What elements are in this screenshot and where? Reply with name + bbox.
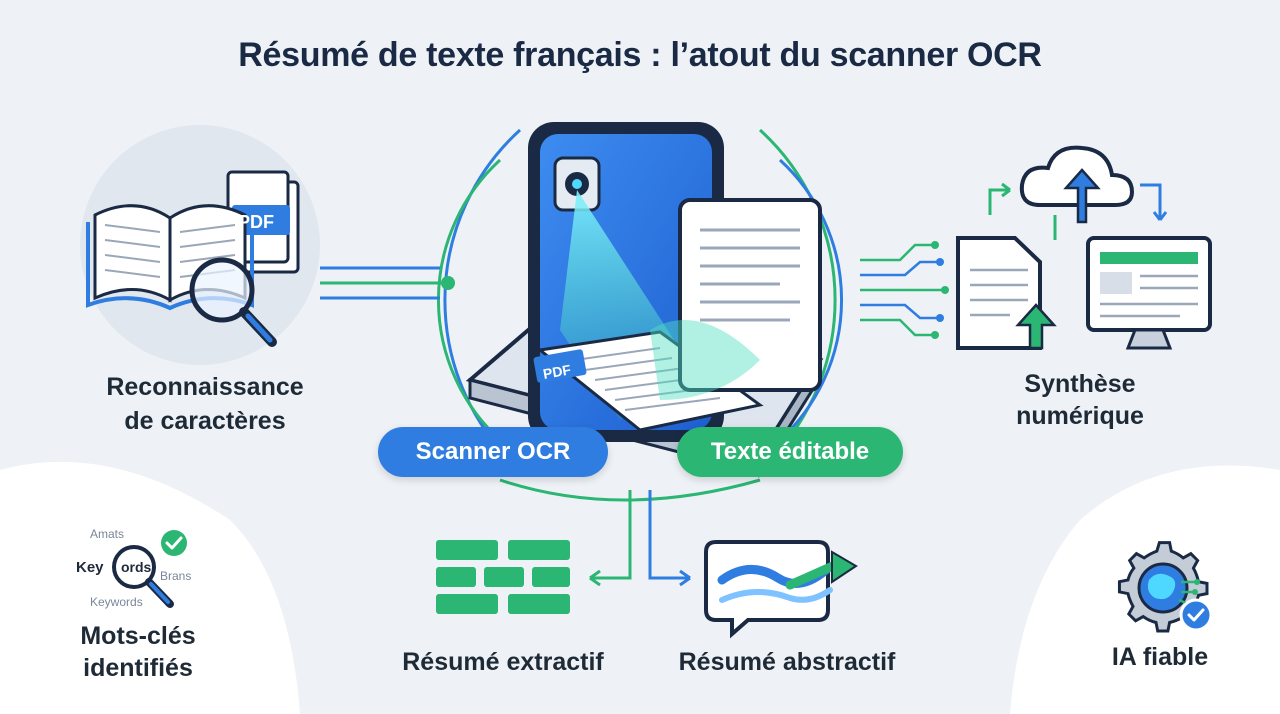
keywords-label-line1: Mots-clés [80,622,196,650]
left-label-line1: Reconnaissance [106,373,304,401]
arc-left-outer [443,128,522,472]
keyword-left: Key [76,559,104,576]
keywords-search-icon: Amats Key ords Brans Keywords [76,527,191,609]
ai-brain-gear-icon [1117,541,1213,633]
keyword-circled: ords [121,559,152,575]
left-section-label: Reconnaissance de caractères [70,370,340,438]
left-label-line2: de caractères [124,407,286,435]
right-connectors [860,241,949,339]
magnifier-icon [189,257,255,323]
ai-check-icon [1179,598,1213,632]
keyword-magnifier-icon [112,545,156,589]
keyword-right: Brans [160,569,191,583]
phone-scanner-illustration [465,122,824,479]
right-label-line2: numérique [1016,402,1144,430]
arc-bottom [499,478,761,502]
keywords-label: Mots-clés identifiés [38,620,238,684]
ai-label: IA fiable [1111,643,1209,671]
book-pdf-icon [86,170,300,347]
extractive-blocks-icon [436,540,570,614]
right-section-label: Synthèse numérique [980,368,1180,432]
scanner-ocr-pill: Scanner OCR [378,427,608,477]
extractive-label: Résumé extractif [402,648,604,676]
keywords-check-icon [161,530,187,556]
pdf-text-center: PDF [542,361,573,382]
keyword-top: Amats [90,527,124,541]
cloud-sync-icon [956,145,1212,350]
arc-right-inner [778,158,844,442]
pdf-badge-center [533,349,587,383]
left-node [441,276,455,290]
right-label-line1: Synthèse [1024,370,1136,398]
document-icon [956,236,1042,350]
abstractive-bubble-icon [704,540,858,639]
upload-arrow-icon [1063,168,1101,224]
keywords-label-line2: identifiés [83,654,193,682]
keyword-bottom: Keywords [90,595,143,609]
pdf-text-left: PDF [238,212,274,232]
left-connectors [320,266,455,300]
abstractive-label: Résumé abstractif [678,648,896,676]
editable-text-pill: Texte éditable [677,427,903,477]
page-title: Résumé de texte français : l’atout du sc… [238,36,1042,74]
bottom-connectors [589,490,691,587]
arc-left-inner [436,158,502,442]
